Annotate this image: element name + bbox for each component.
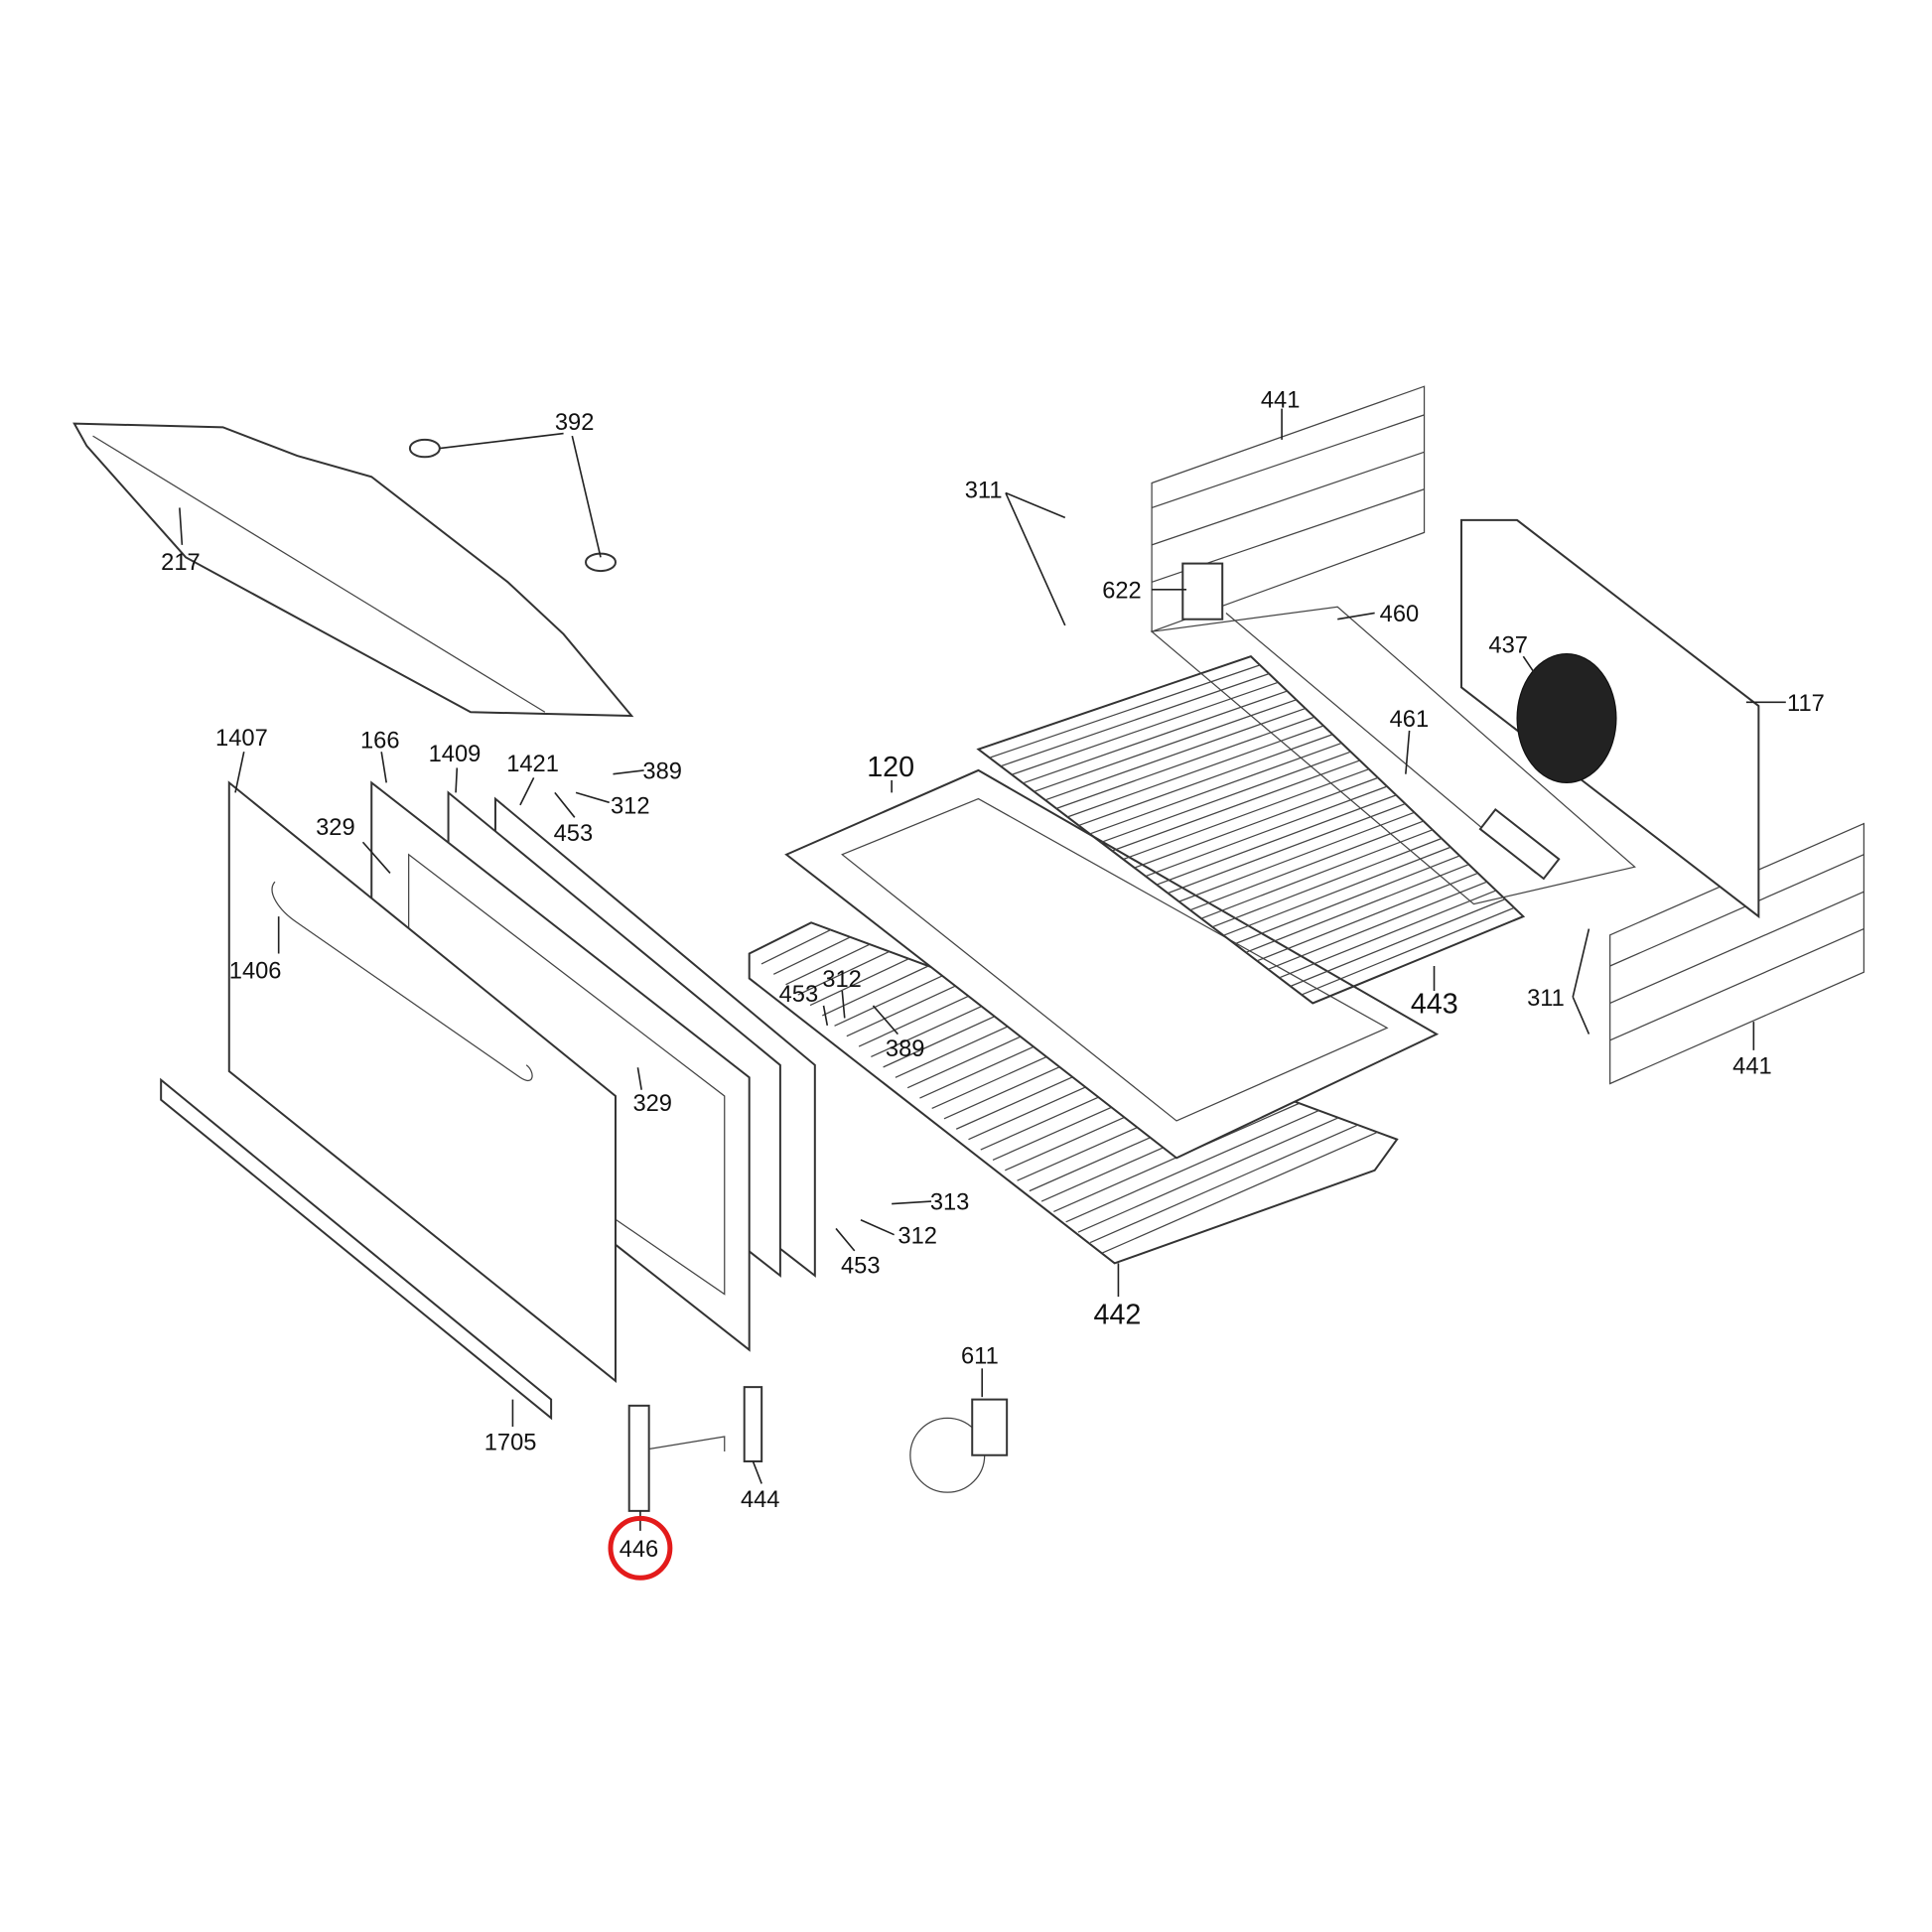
rack-wire (1055, 716, 1315, 809)
rack-wire (989, 664, 1261, 759)
rack-wire (1168, 803, 1406, 895)
label-443: 443 (1411, 988, 1458, 1020)
rack-wire (822, 965, 929, 1017)
rack-wire (1067, 725, 1324, 818)
rack-wire (1023, 690, 1288, 784)
part-611-fan-motor (909, 1398, 1009, 1493)
rack-wire (1145, 785, 1388, 878)
label-329: 329 (632, 1091, 672, 1117)
label-117: 117 (1787, 691, 1825, 717)
rack-wire (1256, 872, 1478, 962)
label-444: 444 (741, 1487, 780, 1513)
label-392: 392 (555, 410, 595, 436)
label-389: 389 (886, 1036, 925, 1062)
rack-wire (1301, 906, 1515, 996)
label-217: 217 (161, 550, 201, 576)
part-117-back-panel (1459, 518, 1760, 919)
part-labels: 392 217 441 311 622 460 437 117 461 120 … (161, 387, 1825, 1581)
part-622-socket (1181, 562, 1224, 621)
label-460: 460 (1380, 602, 1420, 627)
label-622: 622 (1102, 579, 1142, 605)
label-453: 453 (841, 1253, 881, 1279)
label-453: 453 (779, 982, 819, 1008)
rack-wire (1223, 846, 1451, 936)
label-441: 441 (1732, 1054, 1772, 1080)
part-446-hinge (627, 1404, 726, 1512)
rack-wire (1089, 1124, 1359, 1244)
rotisserie-460-461 (1150, 606, 1636, 905)
rack-wire (846, 979, 968, 1037)
label-1705: 1705 (484, 1431, 537, 1456)
rack-wire (1200, 829, 1434, 919)
label-311: 311 (965, 478, 1003, 503)
label-311: 311 (1527, 986, 1565, 1012)
rack-wire (1102, 1131, 1378, 1254)
label-329: 329 (316, 815, 355, 841)
rack-wire (797, 950, 891, 996)
rack-wire (1111, 759, 1360, 852)
rack-wire (809, 958, 909, 1007)
tray-120 (784, 768, 1440, 1160)
side-rack-441-right (1609, 822, 1865, 1085)
label-453: 453 (554, 821, 594, 847)
label-442: 442 (1093, 1300, 1141, 1331)
label-446: 446 (620, 1537, 659, 1563)
label-1407: 1407 (215, 726, 268, 752)
label-313: 313 (930, 1190, 970, 1216)
rack-wire (1011, 681, 1279, 775)
label-1409: 1409 (429, 742, 482, 767)
label-166: 166 (360, 728, 400, 754)
rack-wire (1078, 734, 1333, 827)
part-392-feet (408, 438, 617, 573)
rack-wire (1189, 820, 1424, 911)
rack-wire (1212, 837, 1443, 928)
label-312: 312 (897, 1223, 937, 1249)
rack-wire (760, 929, 832, 965)
rack-wire (1044, 707, 1307, 801)
label-1406: 1406 (229, 958, 282, 984)
label-441: 441 (1261, 387, 1301, 413)
label-461: 461 (1390, 707, 1430, 733)
rack-wire (1268, 881, 1487, 970)
rack-wire (1156, 794, 1397, 886)
rack-wire (1089, 742, 1342, 835)
rack-wire (1178, 811, 1415, 902)
label-389: 389 (642, 759, 682, 785)
rack-wire (1279, 890, 1497, 979)
rack-wire (1234, 855, 1460, 945)
rack-wire (858, 987, 988, 1047)
rack-wire (1134, 776, 1379, 869)
label-437: 437 (1488, 632, 1528, 658)
leader-lines (179, 408, 1786, 1531)
rack-wire (1123, 768, 1370, 861)
highlight-circle (608, 1515, 673, 1581)
rack-wire (1065, 1109, 1319, 1223)
label-312: 312 (611, 794, 650, 820)
label-312: 312 (822, 967, 862, 993)
label-120: 120 (867, 752, 914, 783)
rack-wire (785, 943, 871, 986)
rack-wire (1290, 898, 1506, 987)
rack-wire (1000, 673, 1270, 767)
part-437-fan-grille (1516, 653, 1617, 784)
rack-wire (1245, 864, 1469, 953)
label-1421: 1421 (506, 752, 559, 777)
part-444-hinge-receiver (743, 1386, 763, 1462)
rack-wire (772, 936, 851, 975)
rack-wire (1077, 1117, 1339, 1233)
part-217-top-panel (72, 422, 634, 718)
rack-wire (834, 972, 949, 1027)
label-611: 611 (961, 1343, 999, 1369)
door-assembly (160, 780, 816, 1421)
rack-wire (1100, 751, 1351, 844)
rack-wire (1034, 699, 1297, 792)
